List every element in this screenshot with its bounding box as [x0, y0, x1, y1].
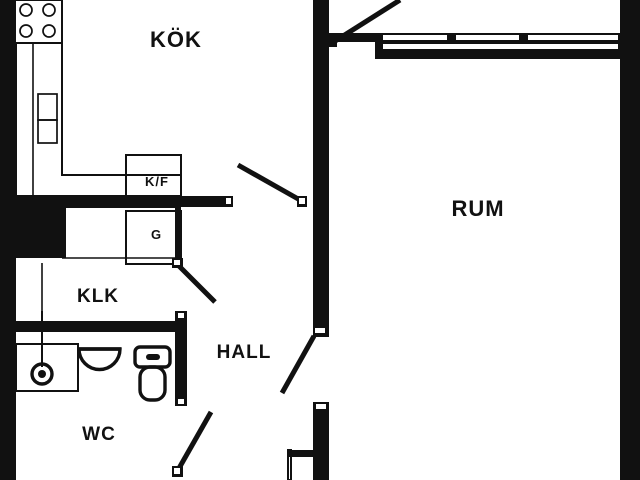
- balcony-rail-gap: [383, 44, 618, 49]
- wall-exterior-top: [0, 0, 16, 10]
- wall-kok-rum: [313, 0, 329, 45]
- door-kok-hall-leaf: [236, 162, 302, 203]
- wall-klk-bottom-stub: [16, 321, 42, 332]
- appliance-boxes: K/F G: [125, 154, 182, 265]
- room-labels: KÖK RUM KLK HALL WC: [77, 27, 504, 445]
- room-label-rum: RUM: [451, 196, 504, 221]
- wall-klk-wc-divider: [0, 321, 187, 332]
- toilet-bowl: [138, 365, 167, 402]
- door-g-hall: [172, 258, 217, 304]
- door-wc-leaf: [175, 410, 214, 472]
- toilet-flush-plate: [146, 354, 160, 360]
- door-wc-upper-hinge-hole: [178, 313, 184, 318]
- sink-basin-lower: [37, 119, 58, 144]
- appliance-g-box: [125, 210, 182, 265]
- appliance-g-label: G: [151, 227, 162, 242]
- door-kok-hall-jamb-hole: [299, 198, 305, 204]
- balcony-rail-bottom: [375, 50, 620, 59]
- stove-burner-icon: [42, 24, 56, 38]
- stove-burner-icon: [19, 24, 33, 38]
- stove-burner-icon: [42, 3, 56, 17]
- kitchen-counter-inner-edge: [61, 152, 181, 176]
- door-kok-hall: [236, 162, 307, 207]
- door-g-hall-leaf: [176, 263, 217, 304]
- door-wc: [172, 410, 214, 477]
- door-hall-rum-jamb-hole: [315, 328, 325, 333]
- wall-hall-rum-upper: [313, 45, 329, 335]
- wall-hall-rum-lower: [313, 402, 329, 480]
- balcony-rail-post: [520, 33, 528, 43]
- door-g-hall-jamb-hole: [174, 260, 180, 265]
- kok-hall-wall-group: [62, 196, 233, 207]
- wc-fixtures: [15, 311, 172, 402]
- wall-kok-hall: [62, 196, 232, 207]
- floor-drain-icon: [30, 362, 54, 386]
- wall-klk-top-right: [62, 204, 66, 258]
- wall-hall-stub: [288, 450, 316, 457]
- door-wc-lower-hinge-hole: [178, 399, 184, 404]
- door-wc-jamb-hole: [174, 468, 180, 474]
- door-hall-rum: [279, 326, 329, 395]
- kitchen-sink: [37, 93, 58, 144]
- balcony-rail-post: [448, 33, 456, 43]
- balcony-rail-gap: [456, 35, 519, 40]
- wall-exterior-right: [620, 0, 640, 480]
- floor-drain-center-icon: [38, 370, 46, 378]
- stove: [12, 0, 63, 44]
- wall-klk-right-upper: [175, 202, 181, 264]
- room-label-kok: KÖK: [150, 27, 202, 52]
- room-label-hall: HALL: [217, 342, 272, 363]
- sink-basin-upper: [37, 93, 58, 121]
- shower-enclosure: [15, 343, 79, 392]
- balcony-rail-gap: [383, 35, 447, 40]
- wall-wc-right: [175, 311, 187, 406]
- toilet-icon: [133, 345, 172, 402]
- klk-interior: [41, 257, 175, 321]
- door-hall-rum-leaf: [279, 334, 317, 395]
- door-kok-hall-hinge-hole: [226, 198, 231, 204]
- balcony-railing: [329, 33, 620, 59]
- door-hall-lower-hinge-hole: [316, 404, 326, 409]
- wall-hall-stub-thin: [287, 449, 292, 480]
- balcony-rail-gap: [528, 35, 618, 40]
- stove-burner-icon: [19, 3, 33, 17]
- wall-shaft-block: [0, 204, 62, 258]
- balcony-rail-post: [375, 33, 383, 59]
- appliance-kf-label: K/F: [145, 174, 169, 189]
- wash-basin-icon: [77, 347, 122, 372]
- doors: [172, 0, 402, 477]
- room-label-wc: WC: [82, 424, 116, 445]
- room-label-klk: KLK: [77, 286, 119, 307]
